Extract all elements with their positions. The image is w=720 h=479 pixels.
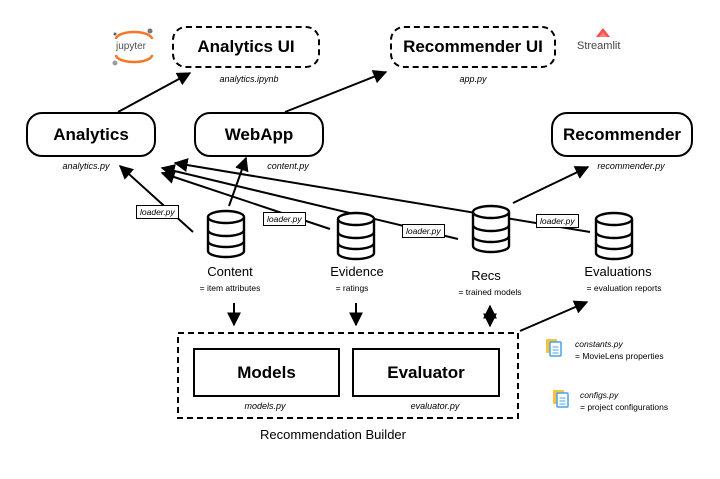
recommender-file: recommender.py (597, 161, 665, 171)
evaluator-file: evaluator.py (410, 401, 460, 411)
store-evaluations-label: Evaluations (584, 264, 652, 279)
store-evidence-label: Evidence (330, 264, 384, 279)
evaluator-label: Evaluator (387, 362, 465, 382)
store-evidence-desc: = ratings (335, 283, 369, 293)
recommendation-builder-frame (177, 332, 519, 419)
database-icon (206, 209, 246, 259)
webapp-label: WebApp (224, 124, 294, 144)
constants-file-desc: = MovieLens properties (575, 351, 664, 361)
arrow-webapp-to-recommender-ui (284, 70, 388, 113)
streamlit-logo-icon (596, 28, 610, 37)
store-evaluations-desc: = evaluation reports (586, 283, 662, 293)
recommender-ui-label: Recommender UI (403, 37, 543, 56)
analytics-file: analytics.py (62, 161, 110, 171)
file-icon (553, 390, 569, 408)
jupyter-logo-icon (112, 28, 154, 66)
store-recs-desc: = trained models (458, 287, 522, 297)
analytics-ui-label: Analytics UI (197, 37, 295, 56)
recommendation-builder-title: Recommendation Builder (260, 427, 406, 442)
arrow-content-to-webapp (228, 156, 249, 207)
recommender-ui-node: Recommender UI (390, 26, 556, 68)
analytics-ui-node: Analytics UI (172, 26, 320, 68)
recommender-ui-file: app.py (459, 74, 487, 84)
webapp-file: content.py (267, 161, 309, 171)
streamlit-logo-label: Streamlit (577, 40, 621, 52)
store-content-label: Content (207, 264, 253, 279)
database-icon (594, 211, 634, 261)
models-label: Models (237, 362, 296, 382)
constants-file-name: constants.py (575, 339, 623, 349)
arrow-analytics-to-analytics-ui (117, 72, 192, 113)
models-file: models.py (244, 401, 286, 411)
webapp-node: WebApp (194, 112, 324, 157)
constants-name: constants.py (575, 339, 623, 349)
analytics-ui-file: analytics.ipynb (219, 74, 279, 84)
store-content-desc: = item attributes (199, 283, 261, 293)
configs-file-name: configs.py (580, 390, 618, 400)
analytics-node: Analytics (26, 112, 156, 157)
arrow-content-to-analytics (118, 165, 194, 233)
arrow-evaluations-to-analytics (173, 158, 591, 233)
recommender-label: Recommender (562, 124, 682, 144)
arrow-builder-to-evaluations (519, 300, 589, 332)
models-node: Models (193, 348, 340, 397)
jupyter-logo-label: jupyter (116, 41, 147, 52)
loader-label-recs: loader.py (402, 224, 445, 238)
configs-name: configs.py (580, 390, 619, 400)
database-icon (471, 204, 511, 254)
loader-label-content: loader.py (136, 205, 179, 219)
configs-file-desc: = project configurations (580, 402, 669, 412)
database-icon (336, 211, 376, 261)
arrow-recs-to-recommender (512, 166, 590, 204)
loader-label-evidence: loader.py (263, 212, 306, 226)
recommender-node: Recommender (551, 112, 693, 157)
loader-label-evaluations: loader.py (536, 214, 579, 228)
file-icon (546, 339, 562, 357)
analytics-label: Analytics (53, 124, 129, 144)
evaluator-node: Evaluator (352, 348, 500, 397)
store-recs-label: Recs (471, 268, 501, 283)
